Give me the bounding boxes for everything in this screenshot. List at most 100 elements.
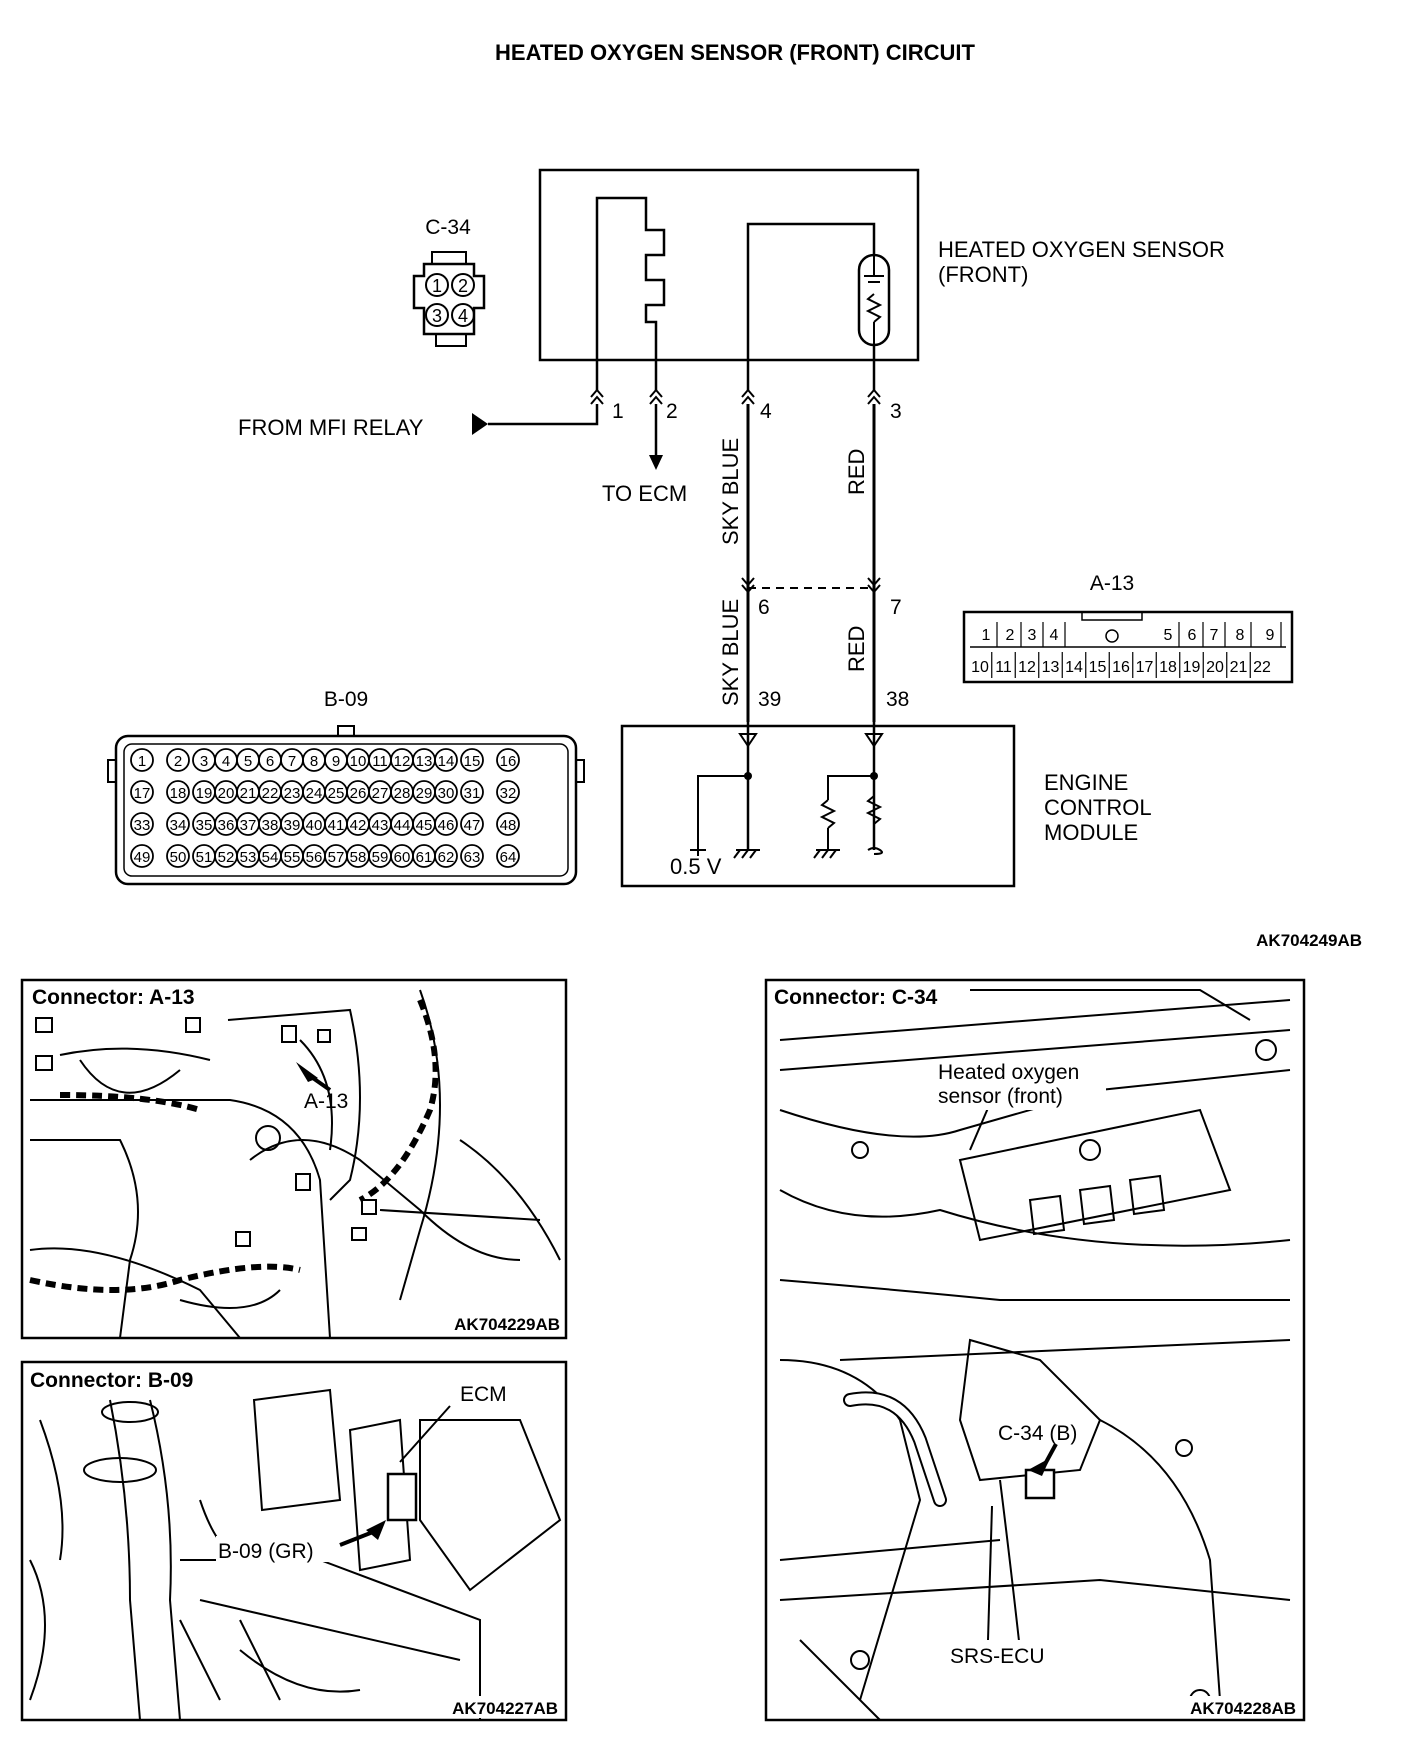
b09-pin-circle (130, 748, 154, 772)
pin-label-4: 4 (760, 400, 772, 423)
pin-label-3: 3 (890, 400, 902, 423)
b09-pin: 6 (266, 753, 274, 770)
b09-pin-circle (166, 844, 190, 868)
from-mfi-relay-label: FROM MFI RELAY (238, 415, 424, 440)
to-ecm-label: TO ECM (602, 481, 687, 506)
ecm-voltage-label: 0.5 V (670, 854, 722, 879)
b09-pin-circle (130, 780, 154, 804)
connector-a13-photo-panel: Connector: A-13 A-13 AK704229AB (20, 978, 568, 1340)
b09-pin: 12 (394, 753, 411, 770)
b09-pin: 8 (310, 753, 318, 770)
b09-pin: 41 (328, 817, 345, 834)
panel-c34-callout-connector: C-34 (B) (998, 1422, 1077, 1445)
a13-pin: 10 (971, 659, 989, 676)
b09-pin: 13 (416, 753, 433, 770)
a13-pin: 7 (1210, 627, 1219, 644)
panel-c34-callout-srs: SRS-ECU (950, 1645, 1045, 1668)
b09-pin: 9 (332, 753, 340, 770)
b09-pin-circle (166, 748, 190, 772)
pin-label-6: 6 (758, 596, 770, 619)
b09-pin: 63 (464, 849, 481, 866)
b09-pin: 14 (438, 753, 455, 770)
a13-pin: 5 (1164, 627, 1173, 644)
b09-pin: 43 (372, 817, 389, 834)
a13-pin: 18 (1159, 659, 1177, 676)
wire-color-red-lower: RED (844, 626, 869, 672)
a13-pin: 4 (1050, 627, 1059, 644)
c34-pin: 3 (432, 306, 442, 326)
a13-pin: 16 (1112, 659, 1130, 676)
sensor-label-line2: (FRONT) (938, 262, 1028, 287)
a13-pin: 1 (982, 627, 991, 644)
b09-pin: 64 (500, 849, 517, 866)
b09-pin: 1 (138, 753, 146, 770)
b09-pin: 11 (372, 753, 388, 770)
b09-pin-circle (496, 780, 520, 804)
a13-pin: 14 (1065, 659, 1083, 676)
connector-c34-photo-panel: Connector: C-34 Heated oxygen sensor (fr… (764, 978, 1306, 1722)
b09-pin: 60 (394, 849, 411, 866)
b09-pin: 38 (262, 817, 279, 834)
intermediate-connector (741, 577, 881, 594)
b09-pin: 18 (170, 785, 187, 802)
ecm-box: 0.5 V ENGINE CONTROL MODULE (620, 722, 1152, 888)
b09-pin: 19 (196, 785, 213, 802)
sensor-pin-chevrons (590, 388, 881, 405)
panel-c34-callout-sensor-line1: Heated oxygen (938, 1061, 1079, 1084)
pin-label-2: 2 (666, 400, 678, 423)
sensor-label-line1: HEATED OXYGEN SENSOR (938, 237, 1225, 262)
b09-pin: 24 (306, 785, 323, 802)
b09-pin: 31 (464, 785, 481, 802)
a13-pin: 13 (1042, 659, 1060, 676)
b09-pin: 48 (500, 817, 517, 834)
pin-label-39: 39 (758, 688, 781, 711)
b09-pin: 46 (438, 817, 455, 834)
connector-b09-photo-panel: Connector: B-09 ECM B-09 (GR) AK704227AB (20, 1360, 568, 1722)
b09-pin: 32 (500, 785, 517, 802)
b09-pin-circle (460, 812, 484, 836)
a13-pin: 22 (1253, 659, 1271, 676)
panel-b09-callout-connector: B-09 (GR) (218, 1540, 314, 1563)
b09-face-label: B-09 (324, 688, 368, 711)
panel-b09-callout-ecm: ECM (460, 1383, 507, 1406)
b09-pin-circle (434, 748, 458, 772)
a13-pin: 8 (1236, 627, 1245, 644)
b09-pin: 3 (200, 753, 208, 770)
a13-pin: 21 (1230, 659, 1248, 676)
b09-pin: 59 (372, 849, 389, 866)
panel-c34-callout-sensor-line2: sensor (front) (938, 1085, 1063, 1108)
b09-pin: 4 (222, 753, 230, 770)
panel-a13-title: Connector: A-13 (32, 986, 195, 1009)
b09-pin: 17 (134, 785, 151, 802)
a13-pin: 11 (995, 659, 1012, 676)
ecm-label-line1: ENGINE (1044, 770, 1128, 795)
a13-pin: 2 (1006, 627, 1015, 644)
b09-pin: 53 (240, 849, 257, 866)
pin-label-1: 1 (612, 400, 624, 423)
b09-pin-circle (496, 844, 520, 868)
b09-pin: 29 (416, 785, 433, 802)
panel-c34-title: Connector: C-34 (774, 986, 938, 1009)
mfi-relay-arrow-icon (472, 413, 488, 435)
b09-pin: 45 (416, 817, 433, 834)
b09-pin: 21 (240, 785, 257, 802)
panel-c34-code: AK704228AB (1190, 1699, 1296, 1718)
b09-pin: 58 (350, 849, 367, 866)
panel-a13-callout: A-13 (304, 1090, 348, 1113)
pin-label-7: 7 (890, 596, 902, 619)
panel-a13-code: AK704229AB (454, 1315, 560, 1334)
a13-pin: 12 (1018, 659, 1036, 676)
sensor-box: HEATED OXYGEN SENSOR (FRONT) (538, 168, 1225, 390)
b09-pin: 7 (288, 753, 296, 770)
b09-pin: 28 (394, 785, 411, 802)
mfi-relay-wire (488, 404, 599, 426)
b09-pin-circle (434, 780, 458, 804)
b09-pin: 52 (218, 849, 235, 866)
b09-pin: 2 (174, 753, 182, 770)
b09-pin-circle (460, 780, 484, 804)
b09-pin: 50 (170, 849, 187, 866)
a13-pin: 15 (1089, 659, 1107, 676)
a13-pin: 9 (1266, 627, 1275, 644)
b09-pin: 62 (438, 849, 455, 866)
